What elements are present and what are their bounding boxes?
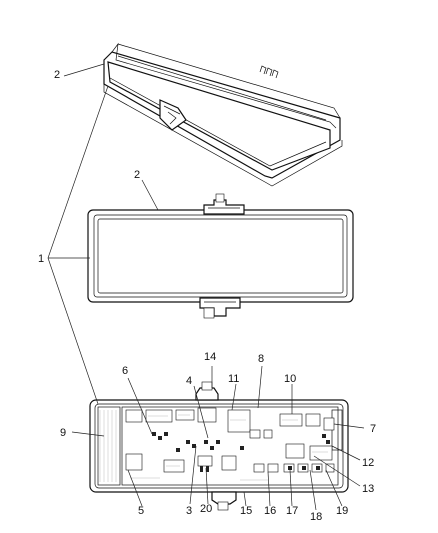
callout-17: 17 xyxy=(286,505,298,517)
callout-7: 7 xyxy=(370,423,376,435)
callout-5: 5 xyxy=(138,505,144,517)
callout-labels: 1 2 2 3 4 5 6 7 8 9 10 11 12 13 14 15 16… xyxy=(38,69,376,523)
callout-2-gasket: 2 xyxy=(134,169,140,181)
callout-6: 6 xyxy=(122,365,128,377)
callout-3: 3 xyxy=(186,505,192,517)
fuse-box-illustration xyxy=(89,381,349,511)
callout-9: 9 xyxy=(60,427,66,439)
callout-4: 4 xyxy=(186,375,192,387)
callout-2-cover: 2 xyxy=(54,69,60,81)
leader-lines xyxy=(47,63,365,511)
callout-19: 19 xyxy=(336,505,348,517)
callout-12: 12 xyxy=(362,457,374,469)
callout-20: 20 xyxy=(200,503,212,515)
callout-13: 13 xyxy=(362,483,374,495)
callout-11: 11 xyxy=(228,373,239,385)
cover-assembly-illustration xyxy=(103,42,343,187)
gasket-frame-illustration xyxy=(87,193,354,319)
callout-15: 15 xyxy=(240,505,252,517)
callout-10: 10 xyxy=(284,373,296,385)
callout-18: 18 xyxy=(310,511,322,523)
callout-8: 8 xyxy=(258,353,264,365)
callout-1: 1 xyxy=(38,253,44,265)
callout-14: 14 xyxy=(204,351,216,363)
callout-16: 16 xyxy=(264,505,276,517)
